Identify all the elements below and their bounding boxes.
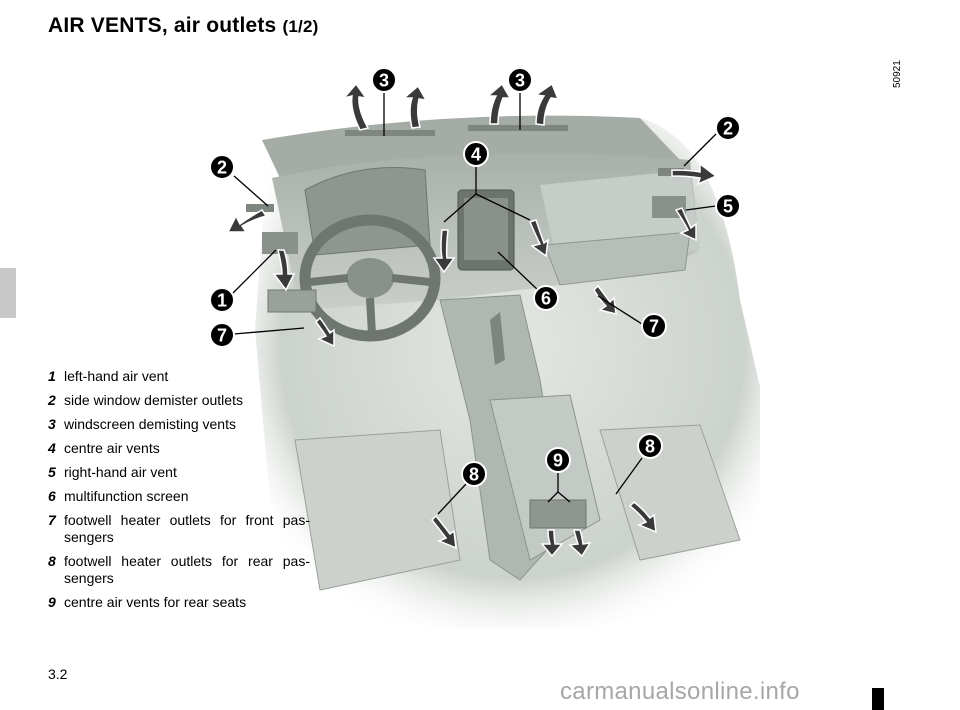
legend-number: 2	[48, 392, 56, 408]
chapter-tab	[0, 268, 16, 318]
arrow-left-vent	[272, 249, 296, 292]
legend-number: 3	[48, 416, 56, 432]
legend-item: 3 windscreen demisting vents	[48, 416, 310, 433]
illustration-ref-code: 50921	[892, 60, 903, 88]
callout-2-right: 2	[715, 115, 741, 141]
callout-1: 1	[209, 287, 235, 313]
legend-text: centre air vents	[64, 440, 160, 456]
svg-text:1: 1	[217, 291, 227, 311]
leader-lines	[231, 92, 717, 515]
callout-4: 4	[463, 141, 489, 167]
callout-3b: 3	[507, 68, 533, 93]
legend-item: 1 left-hand air vent	[48, 368, 310, 385]
arrow-footwell-rear-right	[628, 500, 657, 534]
legend-number: 1	[48, 368, 56, 384]
legend-item: 8 footwell heater outlets for rear pas-s…	[48, 553, 310, 587]
arrow-rear-centre-left	[540, 529, 564, 558]
callout-9: 9	[545, 447, 571, 473]
corner-mark	[872, 688, 884, 710]
svg-text:8: 8	[645, 437, 655, 457]
arrow-rear-centre-right	[568, 529, 592, 558]
arrow-demister-left	[226, 209, 268, 233]
legend-text: left-hand air vent	[64, 368, 169, 384]
airflow-arrows	[226, 82, 718, 558]
svg-text:3: 3	[515, 71, 525, 91]
arrow-right-vent	[674, 207, 697, 242]
legend-list: 1 left-hand air vent 2 side window demis…	[48, 368, 310, 618]
page-number: 3.2	[48, 666, 68, 682]
arrow-windscreen-2	[401, 84, 428, 129]
callout-7-left: 7	[209, 322, 235, 348]
legend-item: 4 centre air vents	[48, 440, 310, 457]
svg-text:3: 3	[379, 71, 389, 91]
legend-text: windscreen demisting vents	[64, 416, 236, 432]
legend-text: side window demister outlets	[64, 392, 243, 408]
legend-number: 9	[48, 594, 56, 610]
legend-item: 2 side window demister outlets	[48, 392, 310, 409]
callout-5: 5	[715, 193, 741, 219]
svg-text:8: 8	[469, 465, 479, 485]
callout-7-right: 7	[641, 313, 667, 339]
arrow-windscreen-1	[341, 82, 370, 131]
arrow-centre-right	[528, 219, 549, 258]
legend-number: 4	[48, 440, 56, 456]
svg-text:9: 9	[553, 451, 563, 471]
legend-item: 5 right-hand air vent	[48, 464, 310, 481]
interior-shape	[246, 115, 760, 630]
callout-2-left: 2	[209, 154, 235, 180]
legend-number: 5	[48, 464, 56, 480]
page-title: AIR VENTS, air outlets (1/2)	[48, 14, 318, 38]
svg-text:4: 4	[471, 145, 481, 165]
svg-text:2: 2	[723, 119, 733, 139]
arrow-windscreen-4	[533, 82, 560, 126]
callout-8-right: 8	[637, 433, 663, 459]
svg-text:6: 6	[541, 289, 551, 309]
legend-item: 7 footwell heater outlets for front pas-…	[48, 512, 310, 546]
callout-3a: 3	[371, 68, 397, 93]
steering-wheel	[299, 214, 441, 342]
legend-text: footwell heater outlets for rear pas-sen…	[64, 553, 310, 586]
legend-item: 9 centre air vents for rear seats	[48, 594, 310, 611]
arrow-footwell-front-left	[315, 316, 335, 348]
arrow-windscreen-3	[485, 82, 512, 125]
callout-6: 6	[533, 285, 559, 311]
legend-number: 6	[48, 488, 56, 504]
dashboard-illustration: 3 3 2 4 2 5 1 6 7 7 9 8	[209, 68, 760, 630]
callout-8-left: 8	[461, 461, 487, 487]
legend-number: 7	[48, 512, 56, 528]
watermark: carmanualsonline.info	[560, 678, 800, 705]
arrow-footwell-rear-left	[430, 514, 457, 550]
svg-text:7: 7	[649, 317, 659, 337]
arrow-centre-left	[432, 229, 456, 274]
legend-text: footwell heater outlets for front pas-se…	[64, 512, 310, 545]
title-suffix: (1/2)	[282, 17, 319, 36]
legend-text: centre air vents for rear seats	[64, 594, 247, 610]
legend-text: multifunction screen	[64, 488, 189, 504]
svg-text:7: 7	[217, 326, 227, 346]
svg-text:2: 2	[217, 158, 227, 178]
arrow-demister-right	[671, 162, 718, 186]
legend-number: 8	[48, 553, 56, 569]
legend-text: right-hand air vent	[64, 464, 177, 480]
title-text: AIR VENTS, air outlets	[48, 14, 277, 37]
svg-text:5: 5	[723, 197, 733, 217]
legend-item: 6 multifunction screen	[48, 488, 310, 505]
